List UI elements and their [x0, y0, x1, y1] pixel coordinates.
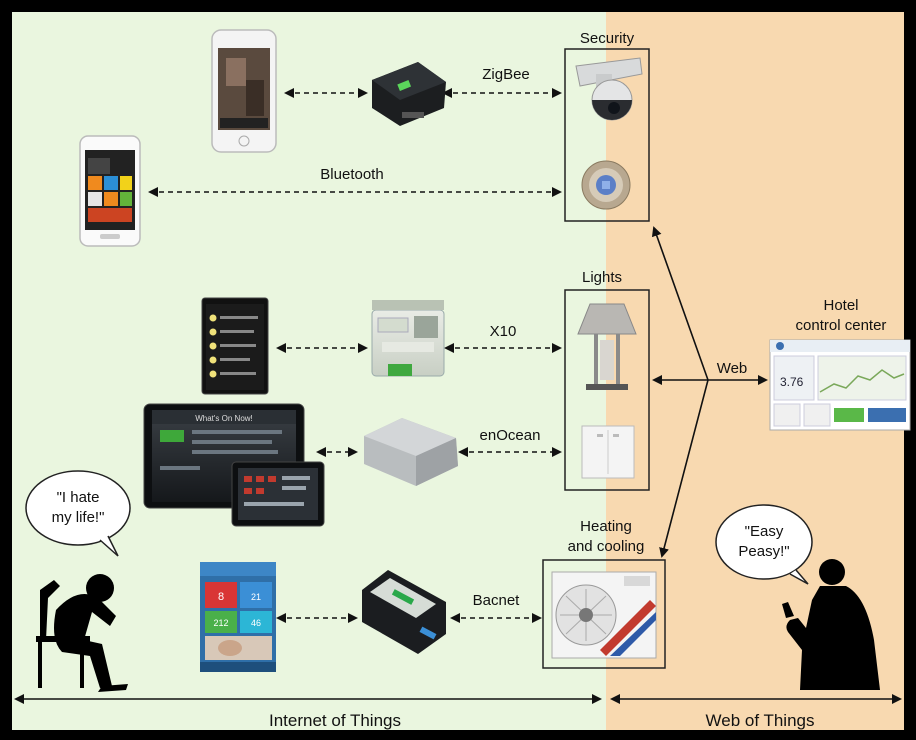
app-tile-cyan: 46: [251, 618, 261, 628]
web-to-security: [651, 226, 709, 381]
iphone-icon: [211, 29, 277, 153]
enocean-gateway-icon: [364, 418, 458, 486]
heating-label-line2: and cooling: [568, 538, 645, 555]
wot-label: Web of Things: [706, 711, 815, 730]
bacnet-gateway-icon: [362, 570, 446, 654]
speech-bubble-left: "I hate my life!": [25, 470, 131, 557]
iot-region: [12, 12, 606, 730]
hotel-dashboard-icon: 3.76: [769, 339, 911, 431]
ios-app-icon: 8 21 212 46: [200, 562, 276, 672]
air-conditioner-icon: [551, 571, 657, 659]
x10-module-icon: [371, 300, 445, 377]
bubble-left-line2: my life!": [52, 509, 105, 526]
app-tile-red: 8: [218, 591, 224, 603]
hotel-label-line2: control center: [796, 317, 887, 334]
protocol-links: [148, 88, 562, 623]
security-camera-icon: [575, 57, 643, 121]
bubble-right-line1: "Easy: [745, 523, 784, 540]
door-lock-icon: [581, 160, 631, 210]
happy-person-icon: [782, 559, 880, 690]
web-to-heating: [659, 379, 709, 558]
android-app-icon: [201, 297, 269, 395]
zigbee-label: ZigBee: [482, 66, 530, 83]
hotel-value: 3.76: [780, 375, 804, 389]
frustrated-person-icon: [36, 574, 128, 692]
bluetooth-label: Bluetooth: [320, 166, 383, 183]
heating-label-line1: Heating: [580, 518, 632, 535]
security-group-box: [564, 48, 650, 222]
lights-group-box: [564, 289, 650, 491]
bubble-right-line2: Peasy!": [738, 543, 789, 560]
web-label: Web: [717, 360, 748, 377]
iot-label: Internet of Things: [269, 711, 401, 730]
speech-bubble-right: "Easy Peasy!": [715, 504, 813, 585]
app-tile-green: 212: [213, 618, 228, 628]
light-switch-icon: [581, 425, 635, 479]
tablet-title: What's On Now!: [195, 414, 253, 423]
web-links: [651, 226, 768, 558]
hotel-label-line1: Hotel: [823, 297, 858, 314]
bacnet-label: Bacnet: [473, 592, 521, 609]
tablet-icon: What's On Now!: [143, 403, 325, 527]
app-tile-blue: 21: [251, 592, 261, 602]
bubble-left-line1: "I hate: [57, 489, 100, 506]
enocean-label: enOcean: [480, 427, 541, 444]
x10-label: X10: [490, 323, 517, 340]
security-label: Security: [580, 30, 635, 47]
heating-group-box: [542, 559, 666, 669]
lights-label: Lights: [582, 269, 622, 286]
lamp-icon: [577, 303, 637, 390]
zigbee-gateway-icon: [372, 62, 446, 126]
android-phone-icon: [79, 135, 141, 247]
